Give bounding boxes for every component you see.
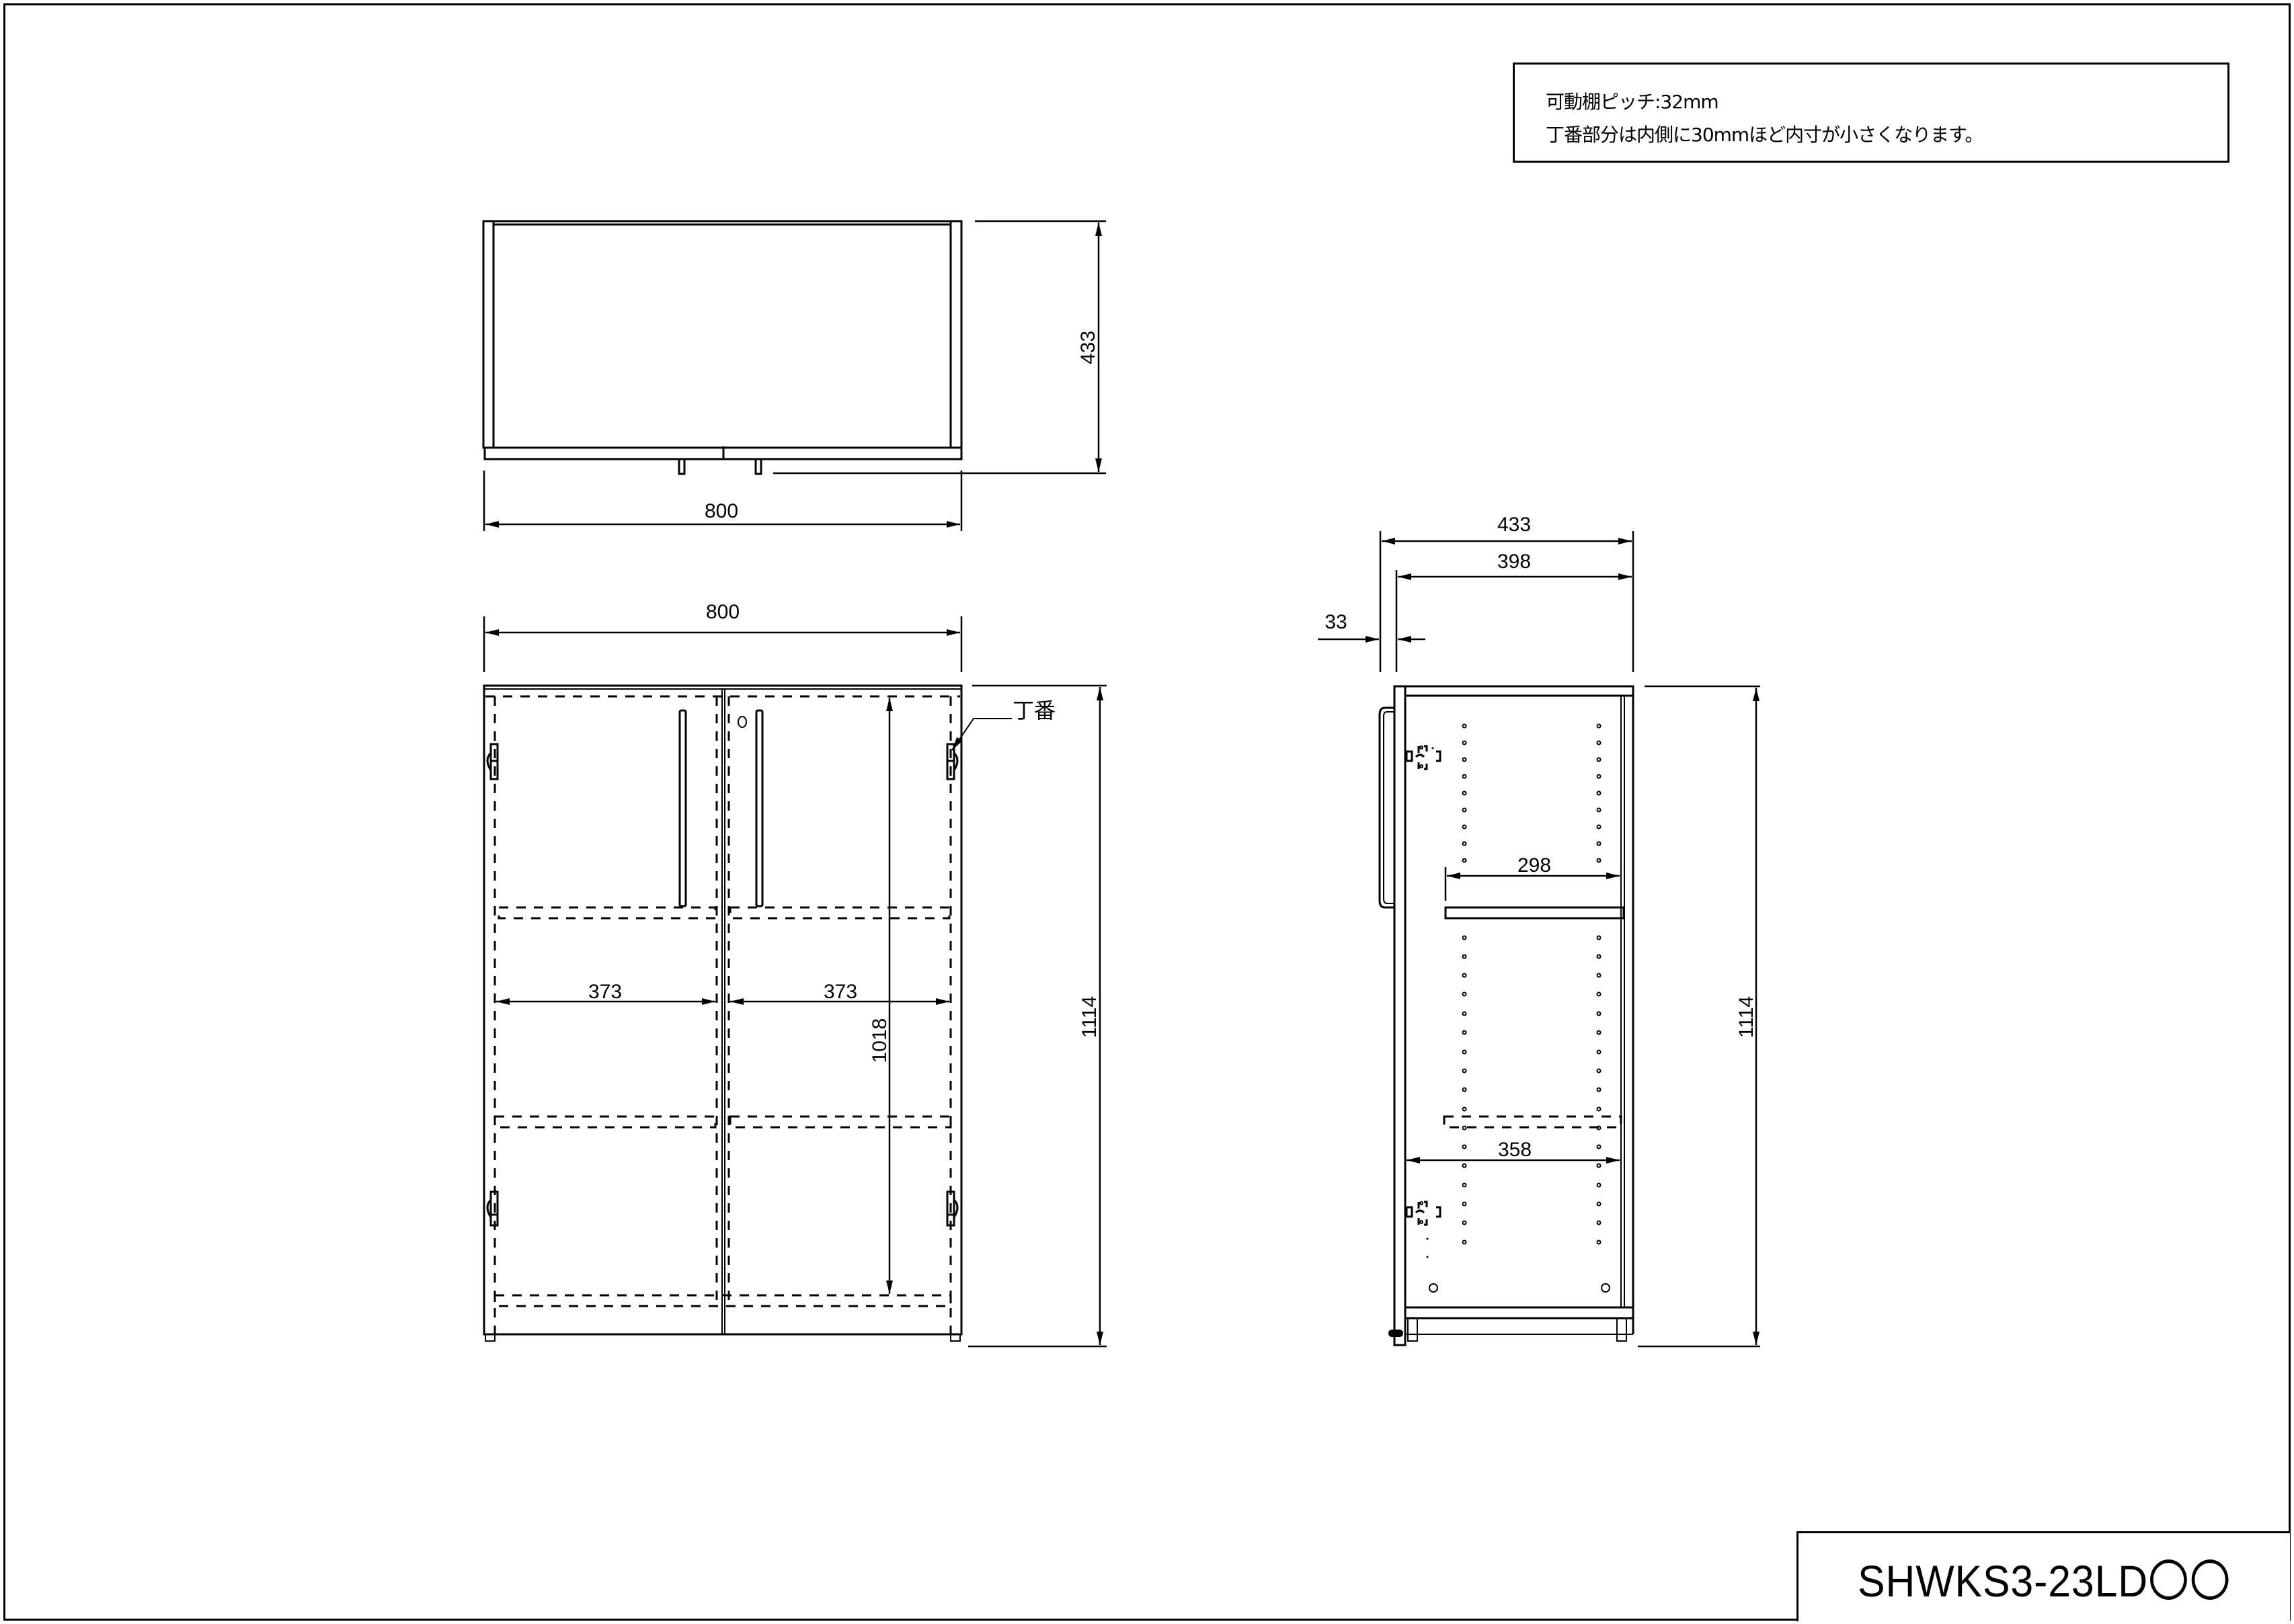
hinge-icon xyxy=(486,743,499,780)
notes-box: 可動棚ピッチ:32mm 丁番部分は内側に30mmほど内寸が小さくなります。 xyxy=(1513,63,2229,163)
shelf-pin-holes-front xyxy=(1462,723,1467,1245)
front-lock-icon xyxy=(738,716,747,728)
side-shelf-upper xyxy=(1444,906,1625,920)
title-block: SHWKS3-23LD〇〇 xyxy=(1796,1531,2290,1621)
front-width-label: 800 xyxy=(706,601,740,623)
side-shelf-middle xyxy=(1443,1115,1622,1129)
side-door-handle xyxy=(1378,706,1394,909)
front-shelf-bottom xyxy=(493,1294,952,1307)
front-shelf-upper xyxy=(498,906,951,920)
hinge-icon xyxy=(486,1190,499,1227)
note-hinge-clearance: 丁番部分は内側に30mmほど内寸が小さくなります。 xyxy=(1546,124,1983,146)
side-body-depth-label: 398 xyxy=(1497,551,1531,573)
cam-holes xyxy=(1426,747,1610,1293)
side-handle-depth-label: 33 xyxy=(1324,611,1347,633)
side-lower-shelf-depth-label: 358 xyxy=(1498,1139,1532,1161)
front-left-inner-width-label: 373 xyxy=(588,981,622,1003)
front-shelf-middle xyxy=(493,1115,952,1129)
hinge-icon xyxy=(1405,1201,1441,1226)
model-number: SHWKS3-23LD〇〇 xyxy=(1857,1555,2231,1606)
side-upper-shelf-depth-label: 298 xyxy=(1517,854,1551,877)
side-door-bumper xyxy=(1388,1330,1403,1337)
hinge-callout-label: 丁番 xyxy=(1013,698,1056,723)
side-view: 433 398 33 xyxy=(1318,514,1760,1348)
hinge-icon xyxy=(946,743,959,780)
side-rear-foot xyxy=(1616,1317,1627,1335)
top-view-right-handle xyxy=(754,458,762,475)
note-shelf-pitch: 可動棚ピッチ:32mm xyxy=(1546,91,1719,113)
side-top-panel xyxy=(1404,685,1634,697)
hinge-icon xyxy=(946,1190,959,1227)
side-overall-height-label: 1114 xyxy=(1735,996,1757,1038)
side-front-foot xyxy=(1407,1317,1418,1335)
top-view-depth-label: 433 xyxy=(1077,331,1099,364)
front-overall-height-label: 1114 xyxy=(1078,996,1101,1038)
side-overall-depth-label: 433 xyxy=(1497,514,1531,536)
hinge-callout-leader xyxy=(951,718,1012,751)
hinge-icon xyxy=(1405,745,1441,770)
front-right-door-handle xyxy=(755,709,764,907)
front-right-foot xyxy=(950,1334,961,1342)
shelf-pin-holes-rear xyxy=(1596,723,1601,1245)
side-door-panel xyxy=(1393,685,1407,1346)
front-view: 800 xyxy=(483,601,1107,1348)
top-view-width-label: 800 xyxy=(705,500,738,522)
top-view-left-handle xyxy=(678,458,686,475)
top-view-body-outline xyxy=(482,220,963,449)
front-left-foot xyxy=(485,1334,496,1342)
front-left-door-handle xyxy=(678,709,687,907)
front-right-inner-width-label: 373 xyxy=(824,981,857,1003)
front-inner-height-label: 1018 xyxy=(869,1018,891,1063)
top-view: 433 800 xyxy=(482,220,1106,531)
